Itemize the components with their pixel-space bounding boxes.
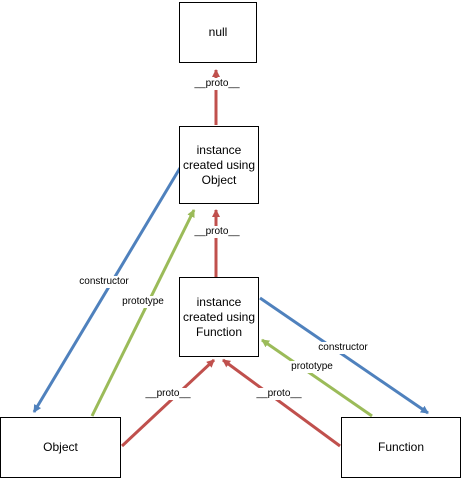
label-proto-function-to-instance-function: __proto__ xyxy=(255,388,303,400)
proto-arrow-function-to-instance-function xyxy=(222,358,341,448)
proto-arrow-object-to-instance-function xyxy=(120,358,216,448)
label-proto-object-to-instance-function: __proto__ xyxy=(144,388,192,400)
node-object-label: Object xyxy=(43,440,78,454)
constructor-arrow-instance-object-to-object xyxy=(32,167,182,413)
label-proto-instance-object-to-null: __proto__ xyxy=(193,78,241,90)
prototype-arrow-object-to-instance-object xyxy=(90,209,196,417)
node-instance-created-using-object: instance created using Object xyxy=(179,126,259,204)
node-null-label: null xyxy=(208,25,228,39)
label-constructor-instance-function-to-function: constructor xyxy=(317,342,369,354)
constructor-arrow-instance-function-to-function xyxy=(259,296,429,415)
node-instance-created-using-function: instance created using Function xyxy=(179,277,259,357)
prototype-arrow-function-to-instance-function xyxy=(261,338,373,418)
label-constructor-instance-object-to-object: constructor xyxy=(78,276,130,288)
label-prototype-function-to-instance-function: prototype xyxy=(290,361,334,373)
node-function: Function xyxy=(341,417,461,478)
label-prototype-object-to-instance-object: prototype xyxy=(121,296,165,308)
node-instance-function-label: instance created using Function xyxy=(182,294,256,339)
node-null: null xyxy=(179,2,257,63)
label-proto-instance-function-to-instance-object: __proto__ xyxy=(193,226,241,238)
node-object: Object xyxy=(0,417,121,478)
node-instance-object-label: instance created using Object xyxy=(182,142,256,187)
node-function-label: Function xyxy=(377,440,425,454)
